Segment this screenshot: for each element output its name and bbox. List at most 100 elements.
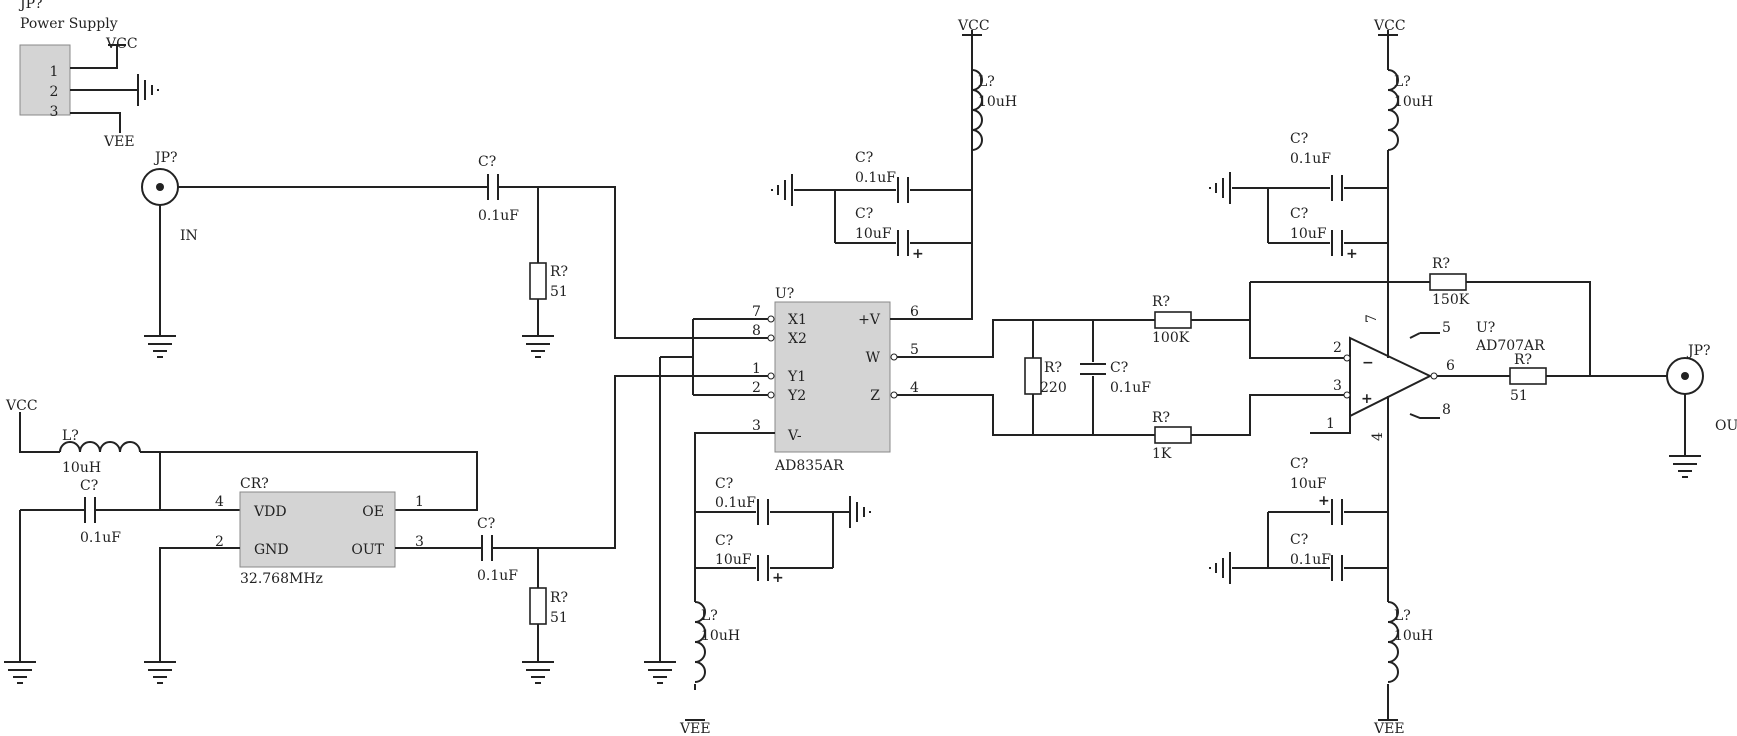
mixer-pin-vm: V- (787, 428, 802, 444)
plus-icon: + (772, 570, 784, 586)
mixer-l-top-ref: L? (978, 74, 995, 90)
crystal-num-gnd: 2 (215, 534, 224, 550)
mixer-c-bot-big-value: 10uF (715, 552, 752, 568)
r-fb-body (1429, 273, 1467, 291)
l-osc-ref: L? (62, 428, 79, 444)
capacitor-icon (487, 174, 499, 200)
r-inv-value: 100K (1152, 330, 1190, 346)
mixer-pin-x2: X2 (788, 331, 807, 347)
crystal-body (239, 491, 396, 568)
mixer-num-vm: 3 (752, 418, 761, 434)
mixer-c-bot-big-ref: C? (715, 533, 733, 549)
crystal-num-out: 3 (415, 534, 424, 550)
opamp-num-p1: 1 (1326, 416, 1335, 432)
r-in-body (529, 262, 547, 300)
opamp-num-inv: 2 (1333, 340, 1342, 356)
opamp-c-bot-small-ref: C? (1290, 532, 1308, 548)
filter-section: R? 220 C? 0.1uF R? 100K R? 1K R? 150K (897, 256, 1591, 462)
c-shunt-value: 0.1uF (1110, 380, 1151, 396)
opamp-bottom-supply: + C? 10uF C? 0.1uF L? 10uH VEE (1209, 456, 1433, 736)
opamp-part: AD707AR (1475, 338, 1545, 354)
mixer-part: AD835AR (774, 458, 844, 474)
mixer-num-z: 4 (910, 380, 919, 396)
mixer-pin-z: Z (870, 388, 880, 404)
r-in-value: 51 (550, 284, 568, 300)
capacitor-icon (1080, 363, 1106, 375)
crystal-pin-gnd: GND (254, 542, 289, 558)
opamp-num-p6: 6 (1446, 358, 1455, 374)
opamp-num-p8: 8 (1442, 402, 1451, 418)
r-in-ref: R? (550, 264, 568, 280)
mixer-l-top-value: 10uH (978, 94, 1017, 110)
opamp-num-p7: 7 (1364, 314, 1380, 323)
c-osc-out-ref: C? (477, 516, 495, 532)
opamp-num-noninv: 3 (1333, 378, 1342, 394)
output-jack-label: OUT (1715, 418, 1737, 434)
opamp-c-top-big-ref: C? (1290, 206, 1308, 222)
mixer-l-bot-ref: L? (701, 608, 718, 624)
opamp-section: − + 2 3 1 7 4 5 8 U? AD707AR 6 R? 51 (1310, 30, 1667, 720)
c-osc-ref: C? (80, 478, 98, 494)
power-connector-ref: JP? (18, 0, 43, 12)
opamp-c-top-small-value: 0.1uF (1290, 151, 1331, 167)
c-shunt-ref: C? (1110, 360, 1128, 376)
mixer-bottom-supply: C? 0.1uF + C? 10uF L? 10uH VEE (679, 476, 871, 736)
mixer-pin-x1: X1 (788, 312, 807, 328)
r-shunt-ref: R? (1044, 360, 1062, 376)
opamp-vee-label: VEE (1373, 721, 1405, 736)
opamp-c-top-small-ref: C? (1290, 131, 1308, 147)
mixer-c-top-small-ref: C? (855, 150, 873, 166)
opamp-l-bot-ref: L? (1394, 608, 1411, 624)
capacitor-icon (757, 499, 769, 525)
c-in-ref: C? (478, 154, 496, 170)
mixer-c-top-big-ref: C? (855, 206, 873, 222)
power-supply-connector: JP? Power Supply 1 2 3 VCC VEE (18, 0, 159, 150)
r-out-value: 51 (1510, 388, 1528, 404)
r-osc-out-body (529, 587, 547, 625)
ground-icon (144, 661, 176, 684)
mixer-c-top-big-value: 10uF (855, 226, 892, 242)
r-noninv-body (1154, 426, 1192, 444)
opamp-top-supply: VCC L? 10uH C? 0.1uF + C? 10uF (1209, 18, 1433, 262)
mixer-l-bot-value: 10uH (701, 628, 740, 644)
mixer-num-w: 5 (910, 342, 919, 358)
opamp-l-top-ref: L? (1394, 74, 1411, 90)
plus-icon: + (1361, 391, 1373, 407)
capacitor-icon (1331, 499, 1343, 525)
capacitor-icon (481, 535, 493, 561)
plus-icon: + (1318, 493, 1330, 509)
ground-icon (1209, 172, 1231, 204)
opamp-vcc-label: VCC (1373, 18, 1406, 34)
opamp-ref: U? (1476, 320, 1495, 336)
mixer-num-vp: 6 (910, 304, 919, 320)
opamp-c-top-big-value: 10uF (1290, 226, 1327, 242)
mixer-section: U? AD835AR X1 X2 Y1 Y2 V- +V W Z 7 8 1 2… (644, 30, 973, 690)
inductor-icon (1387, 601, 1399, 683)
plus-icon: + (912, 246, 924, 262)
ground-icon (522, 661, 554, 684)
mixer-num-y2: 2 (752, 380, 761, 396)
capacitor-icon (1331, 175, 1343, 201)
mixer-vee-label: VEE (679, 721, 711, 736)
capacitor-icon (84, 497, 96, 523)
minus-icon: − (1362, 355, 1374, 371)
ground-icon (522, 335, 554, 358)
mixer-num-x2: 8 (752, 323, 761, 339)
c-in-value: 0.1uF (478, 208, 519, 224)
crystal-num-vdd: 4 (215, 494, 224, 510)
opamp-c-bot-big-value: 10uF (1290, 476, 1327, 492)
crystal-num-oe: 1 (415, 494, 424, 510)
crystal-pin-out: OUT (351, 542, 384, 558)
crystal-pin-vdd: VDD (253, 504, 287, 520)
r-noninv-value: 1K (1152, 446, 1172, 462)
r-noninv-ref: R? (1152, 410, 1170, 426)
output-section: JP? OUT (1666, 343, 1737, 478)
input-jack-pin (156, 183, 164, 191)
mixer-pin-y2: Y2 (787, 388, 806, 404)
ground-icon (4, 661, 36, 684)
capacitor-icon (1331, 230, 1343, 256)
crystal-value: 32.768MHz (240, 571, 323, 587)
power-connector-title: Power Supply (20, 16, 118, 32)
mixer-pin-y1: Y1 (787, 369, 806, 385)
